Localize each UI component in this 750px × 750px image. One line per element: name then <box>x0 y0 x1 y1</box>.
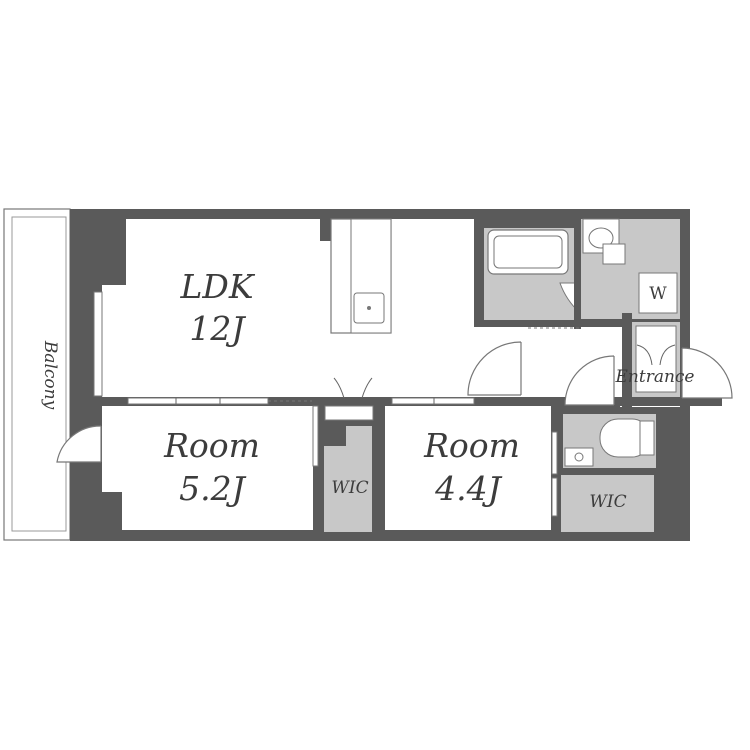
wic1-label: WIC <box>331 478 368 498</box>
ldk-label: LDK <box>179 267 255 306</box>
entrance-label: Entrance <box>615 367 695 387</box>
bathroom <box>484 228 574 320</box>
sliding-doors <box>93 291 558 517</box>
balcony-label: Balcony <box>40 340 60 410</box>
room2-floor <box>385 406 551 530</box>
toilet-room <box>563 414 656 468</box>
washer-label: W <box>649 284 667 304</box>
kitchen-counter <box>330 218 392 334</box>
floor-areas <box>102 219 680 530</box>
bathtub-icon <box>487 229 569 275</box>
swing-doors <box>56 327 733 463</box>
washer-box <box>638 272 678 314</box>
wic1-area <box>324 426 372 532</box>
room1-label: Room <box>163 426 260 465</box>
room1-size-label: 5.2J <box>179 469 246 508</box>
balcony-area <box>3 208 71 541</box>
ldk-size-label: 12J <box>189 309 246 348</box>
room1-floor <box>122 406 313 530</box>
entrance-closet <box>632 322 680 402</box>
room2-size-label: 4.4J <box>434 469 502 508</box>
washroom <box>559 218 680 319</box>
wic2-label: WIC <box>589 492 626 512</box>
room2-label: Room <box>423 426 520 465</box>
wic2-area <box>561 475 654 532</box>
